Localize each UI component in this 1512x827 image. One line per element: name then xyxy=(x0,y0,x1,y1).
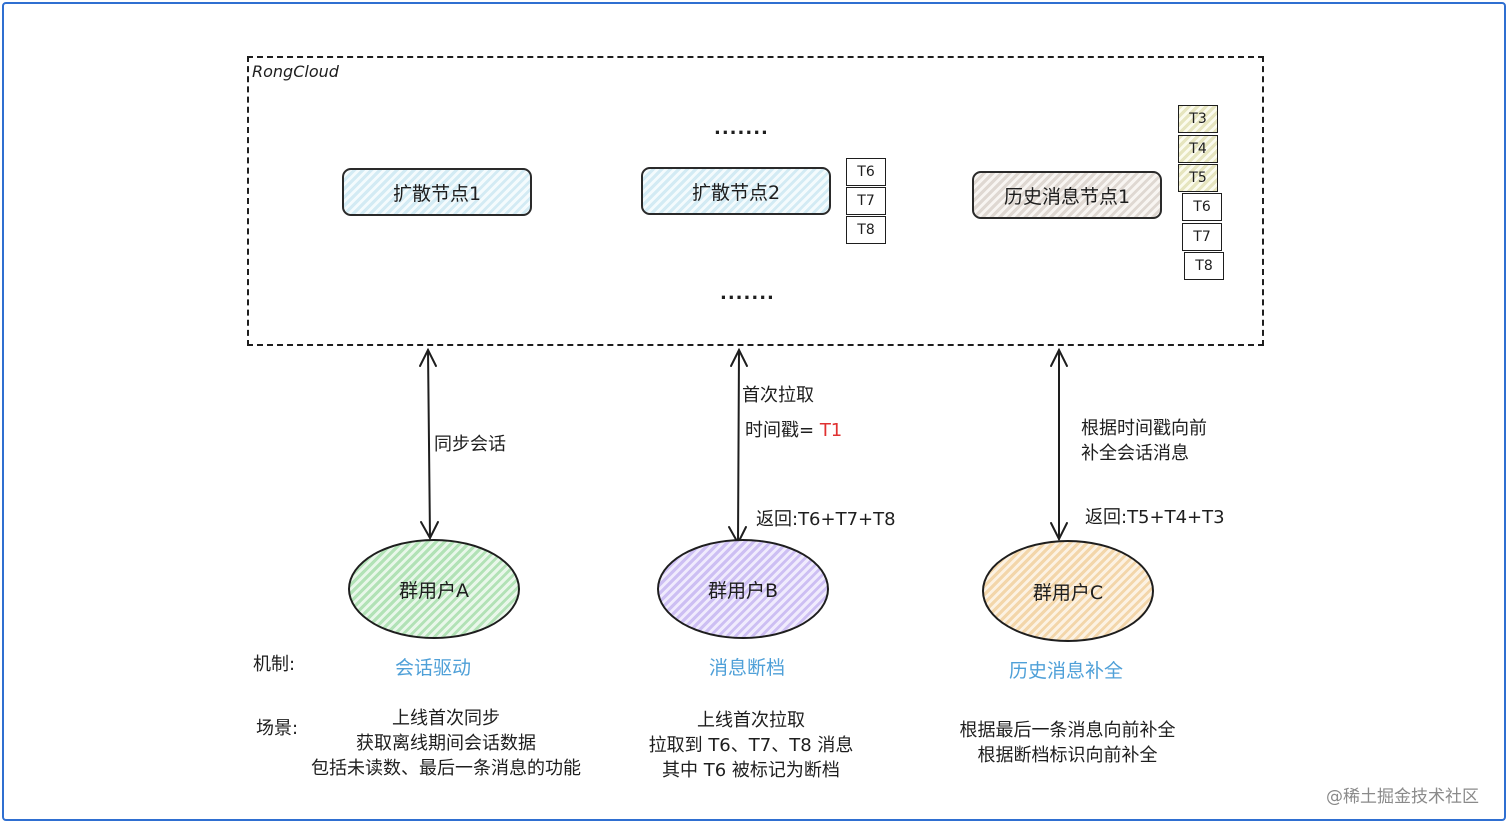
scene-b-line: 上线首次拉取 xyxy=(697,710,805,731)
scene-a-line: 获取离线期间会话数据 xyxy=(356,733,536,754)
dots-bottom: ....... xyxy=(720,283,775,304)
link-c-line1: 根据时间戳向前 xyxy=(1081,418,1207,439)
fanout-node-2: 扩散节点2 xyxy=(641,167,831,215)
scene-b: 上线首次拉取 拉取到 T6、T7、T8 消息 其中 T6 被标记为断档 xyxy=(626,708,876,783)
timestamp-prefix: 时间戳= xyxy=(745,420,820,441)
link-a-label: 同步会话 xyxy=(434,434,506,455)
queue-history-item: T7 xyxy=(1182,223,1222,251)
queue-fanout2-item: T8 xyxy=(846,216,886,244)
dots-top: ....... xyxy=(714,118,769,139)
scene-b-line: 拉取到 T6、T7、T8 消息 xyxy=(648,735,854,756)
mechanism-c: 历史消息补全 xyxy=(1009,660,1124,682)
history-node-1: 历史消息节点1 xyxy=(972,171,1162,219)
queue-history-item: T8 xyxy=(1184,252,1224,280)
rongcloud-boundary xyxy=(247,56,1264,346)
timestamp-value: T1 xyxy=(819,420,843,441)
scene-a-line: 包括未读数、最后一条消息的功能 xyxy=(311,758,581,779)
link-b-line2: 时间戳= T1 xyxy=(745,418,842,443)
group-user-a: 群用户A xyxy=(348,539,520,639)
mechanism-b: 消息断档 xyxy=(709,657,786,679)
scene-a: 上线首次同步 获取离线期间会话数据 包括未读数、最后一条消息的功能 xyxy=(296,706,596,781)
queue-history-item: T4 xyxy=(1178,135,1218,163)
arrow-user-a xyxy=(427,349,431,539)
fanout-node-1: 扩散节点1 xyxy=(342,168,532,216)
link-c-return: 返回:T5+T4+T3 xyxy=(1085,507,1225,528)
scene-c-line: 根据最后一条消息向前补全 xyxy=(959,720,1176,741)
watermark: @稀土掘金技术社区 xyxy=(1326,787,1479,807)
queue-fanout2-item: T7 xyxy=(846,187,886,215)
scene-b-line: 其中 T6 被标记为断档 xyxy=(662,760,840,781)
queue-history-item: T3 xyxy=(1178,105,1218,133)
mechanism-a: 会话驱动 xyxy=(395,657,472,679)
group-user-c: 群用户C xyxy=(982,540,1154,642)
arrow-user-b xyxy=(737,349,740,544)
link-b-return: 返回:T6+T7+T8 xyxy=(756,509,896,530)
scene-c-line: 根据断档标识向前补全 xyxy=(977,745,1158,766)
group-user-b: 群用户B xyxy=(657,539,829,639)
link-b-line1: 首次拉取 xyxy=(742,385,814,406)
rongcloud-label: RongCloud xyxy=(252,62,339,81)
queue-history-item: T6 xyxy=(1182,193,1222,221)
mechanism-label: 机制: xyxy=(253,654,296,675)
scene-c: 根据最后一条消息向前补全 根据断档标识向前补全 xyxy=(940,718,1195,768)
scene-a-line: 上线首次同步 xyxy=(392,708,500,729)
queue-history-item: T5 xyxy=(1178,164,1218,192)
link-c-line2: 补全会话消息 xyxy=(1081,443,1189,464)
scene-label: 场景: xyxy=(256,718,299,739)
queue-fanout2-item: T6 xyxy=(846,158,886,186)
